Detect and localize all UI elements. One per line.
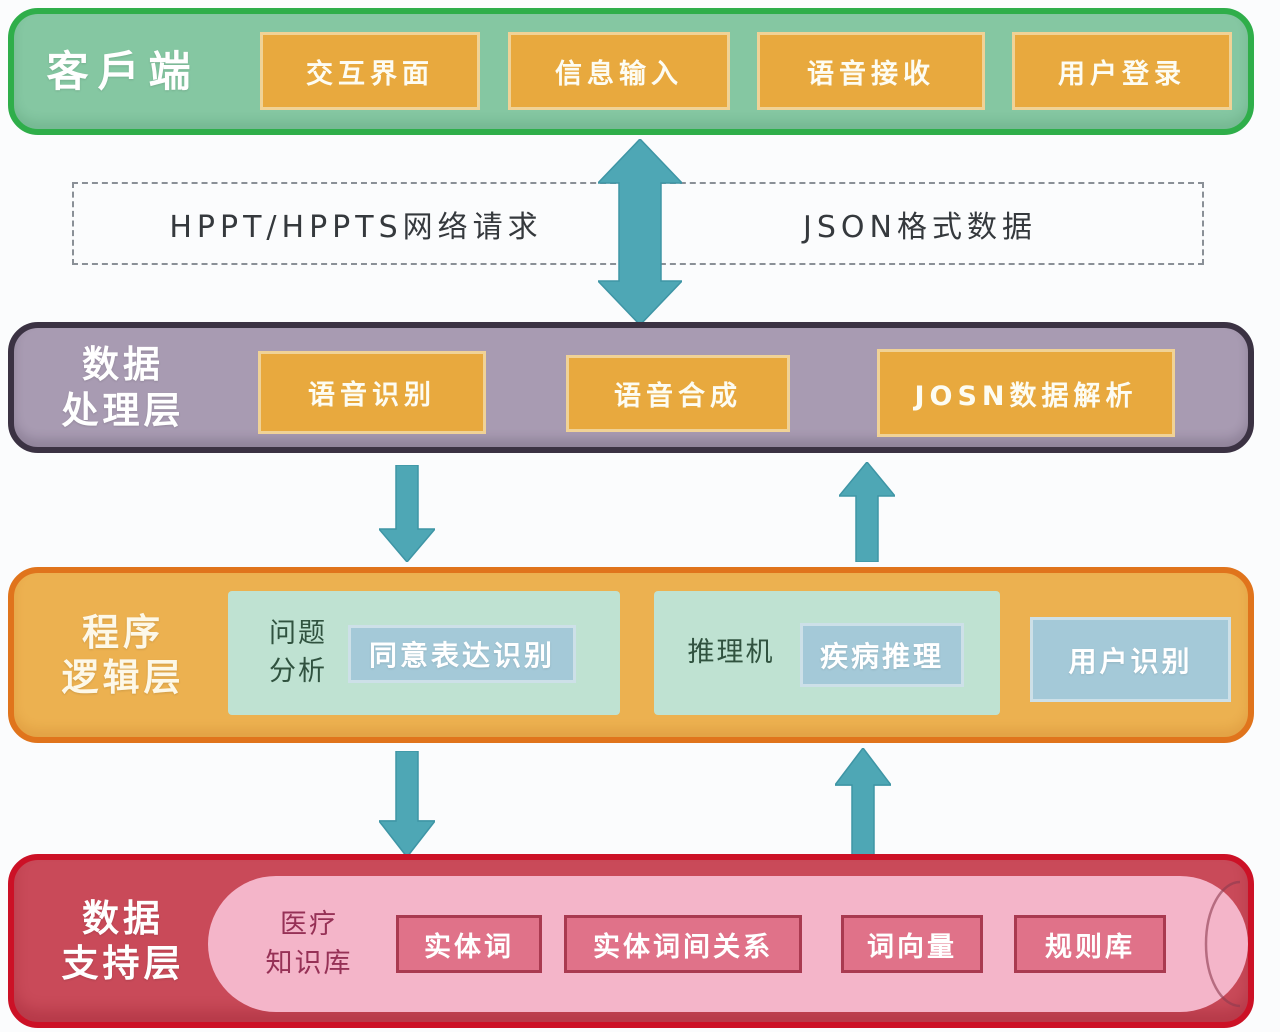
medical-knowledge-base-label: 医疗 知识库: [244, 876, 374, 1012]
layer-client: 客戶端 交互界面 信息输入 语音接收 用户登录: [8, 8, 1254, 135]
up-arrow-logic-processing: [839, 462, 895, 562]
client-box-interaction-ui: 交互界面: [260, 32, 480, 110]
transport-data-label: JSON格式数据: [803, 209, 1037, 245]
client-box-info-input: 信息输入: [508, 32, 730, 110]
medical-knowledge-base-cylinder: 医疗 知识库 实体词 实体词间关系 词向量 规则库: [208, 876, 1248, 1012]
support-box-word-vectors: 词向量: [841, 915, 983, 973]
support-box-rule-base: 规则库: [1014, 915, 1166, 973]
layer-client-label: 客戶端: [46, 46, 200, 96]
down-arrow-logic-support: [379, 751, 435, 857]
label-line: 处理层: [61, 388, 185, 432]
label-line: 推理机: [687, 637, 775, 669]
processing-box-speech-synthesis: 语音合成: [566, 355, 790, 432]
double-arrow-client-processing: [598, 139, 682, 325]
label-line: 逻辑层: [61, 656, 185, 699]
client-box-user-login: 用户登录: [1012, 32, 1232, 110]
support-box-entity-relations: 实体词间关系: [564, 915, 802, 973]
layer-data-processing-label: 数据 处理层: [30, 328, 216, 447]
label-line: 医疗: [280, 908, 338, 940]
layer-program-logic-label: 程序 逻辑层: [30, 573, 216, 737]
label-line: 数据: [82, 343, 164, 387]
processing-box-json-parsing: JOSN数据解析: [877, 349, 1175, 437]
question-analysis-group: 问题 分析 同意表达识别: [228, 591, 620, 715]
label-line: 数据: [82, 896, 164, 940]
question-analysis-label: 问题 分析: [246, 591, 350, 715]
up-arrow-support-logic: [835, 748, 891, 857]
label-line: 程序: [82, 610, 164, 654]
down-arrow-processing-logic: [379, 465, 435, 562]
user-recognition-chip: 用户识别: [1030, 617, 1231, 702]
inference-engine-group: 推理机 疾病推理: [654, 591, 1000, 715]
layer-data-support-label: 数据 支持层: [30, 860, 216, 1022]
intent-expression-recognition-chip: 同意表达识别: [348, 625, 576, 683]
label-line: 支持层: [61, 942, 185, 985]
label-line: 分析: [269, 656, 327, 687]
label-line: 知识库: [265, 948, 353, 979]
inference-engine-label: 推理机: [676, 591, 786, 715]
layer-program-logic: 程序 逻辑层 问题 分析 同意表达识别 推理机 疾病推理 用户识别: [8, 567, 1254, 743]
processing-box-speech-recognition: 语音识别: [258, 351, 486, 434]
transport-request-label: HPPT/HPPTS网络请求: [169, 209, 543, 245]
support-box-entity-words: 实体词: [396, 915, 542, 973]
cylinder-cap-arc: [1204, 880, 1241, 1008]
layer-data-support: 数据 支持层 医疗 知识库 实体词 实体词间关系 词向量 规则库: [8, 854, 1254, 1028]
label-line: 问题: [269, 618, 327, 650]
layer-data-processing: 数据 处理层 语音识别 语音合成 JOSN数据解析: [8, 322, 1254, 453]
disease-inference-chip: 疾病推理: [800, 623, 964, 687]
client-box-voice-receive: 语音接收: [757, 32, 985, 110]
